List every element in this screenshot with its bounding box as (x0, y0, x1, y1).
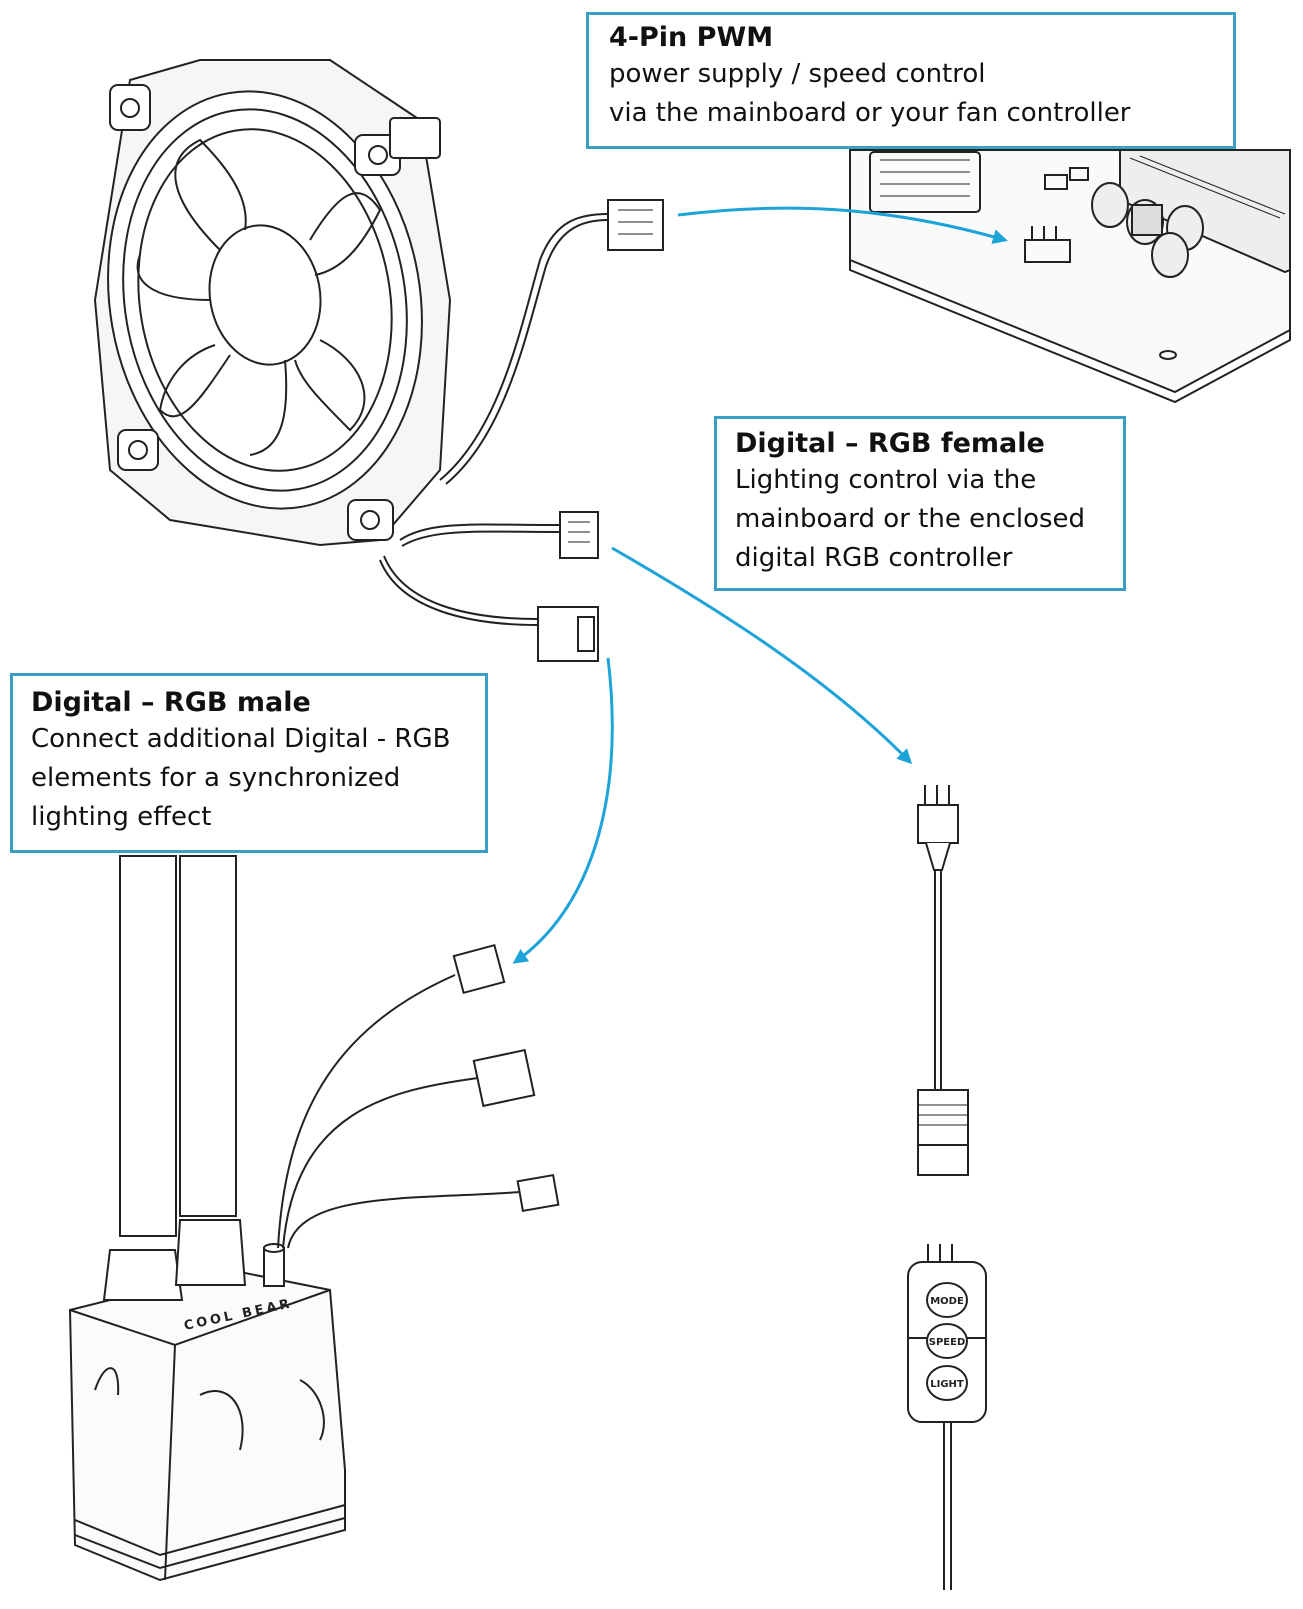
pump-rgb-connector (452, 943, 506, 995)
callout-line: via the mainboard or your fan controller (609, 98, 1131, 128)
callout-line: elements for a synchronized (31, 763, 401, 793)
light-button-label: LIGHT (930, 1379, 964, 1390)
arrow-pwm-to-mainboard (677, 206, 1008, 244)
callout-rgb-female: Digital – RGB female Lighting control vi… (714, 416, 1126, 591)
callout-rgb-male: Digital – RGB male Connect additional Di… (10, 673, 488, 853)
rgb-adapter-cable (917, 785, 969, 1176)
callout-4pin-pwm: 4-Pin PWM power supply / speed control v… (586, 12, 1236, 149)
arrow-female-to-adapter (611, 546, 913, 765)
arrow-male-to-pump (512, 657, 614, 964)
pump-cables (277, 974, 521, 1249)
fan-rgb-female-connector (559, 511, 599, 559)
callout-title: Digital – RGB female (735, 428, 1045, 459)
pump-tubes (119, 855, 237, 1237)
speed-button-label: SPEED (929, 1337, 966, 1348)
callout-line: mainboard or the enclosed (735, 504, 1086, 534)
fan-cables (379, 213, 609, 626)
rgb-controller (907, 1244, 987, 1590)
callout-title: 4-Pin PWM (609, 22, 774, 53)
pump-rgb-male-connector (516, 1173, 560, 1213)
fan-pwm-connector (607, 199, 664, 251)
callout-line: Lighting control via the (735, 465, 1037, 495)
callout-line: lighting effect (31, 802, 212, 832)
pump-pwm-connector (472, 1048, 536, 1108)
callout-title: Digital – RGB male (31, 687, 311, 718)
callout-line: digital RGB controller (735, 543, 1013, 573)
pump-illustration (68, 1219, 346, 1582)
mode-button-label: MODE (930, 1296, 964, 1307)
fan-rgb-male-connector (537, 606, 599, 662)
mainboard-illustration (849, 149, 1291, 404)
fan-illustration (93, 59, 452, 547)
callout-line: Connect additional Digital - RGB (31, 724, 451, 754)
callout-line: power supply / speed control (609, 59, 986, 89)
